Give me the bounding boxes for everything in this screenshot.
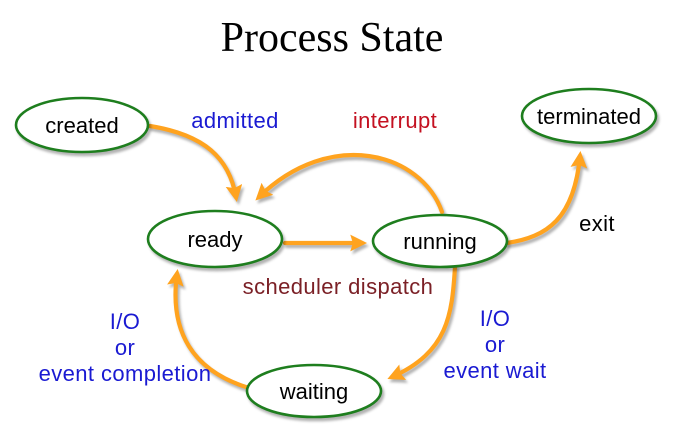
diagram-title: Process State <box>221 15 444 61</box>
state-label-running: running <box>403 229 476 254</box>
label-io-completion-line2: or <box>115 335 135 360</box>
label-io-wait-line2: or <box>485 332 505 357</box>
state-ellipse-ready <box>146 209 284 269</box>
state-label-created: created <box>45 113 118 138</box>
state-ready: ready <box>146 209 284 269</box>
arrow-running-to-terminated <box>504 150 588 246</box>
transition-labels: admitted interrupt scheduler dispatch ex… <box>39 108 615 386</box>
state-running: running <box>371 213 509 269</box>
arrow-running-to-ready-interrupt <box>255 152 445 215</box>
state-waiting: waiting <box>245 363 383 419</box>
state-nodes: created ready running waiting terminated <box>14 87 658 419</box>
state-terminated: terminated <box>520 87 658 145</box>
label-io-completion-line1: I/O <box>110 309 141 334</box>
state-label-terminated: terminated <box>537 104 641 129</box>
label-io-event-completion: I/O or event completion <box>39 309 212 386</box>
label-admitted: admitted <box>191 108 279 133</box>
label-interrupt: interrupt <box>353 108 437 133</box>
state-label-ready: ready <box>187 227 242 252</box>
arrow-created-to-ready <box>147 123 243 202</box>
label-io-completion-line3: event completion <box>39 361 212 386</box>
label-io-wait-line3: event wait <box>443 358 546 383</box>
transition-arrows <box>147 123 588 391</box>
state-created: created <box>14 96 150 154</box>
state-ellipse-waiting <box>245 363 383 419</box>
state-ellipse-running <box>371 213 509 269</box>
label-io-wait-line1: I/O <box>480 306 511 331</box>
label-scheduler-dispatch: scheduler dispatch <box>243 274 434 299</box>
state-ellipse-created <box>14 96 150 154</box>
state-ellipse-terminated <box>520 87 658 145</box>
state-label-waiting: waiting <box>279 379 348 404</box>
label-io-event-wait: I/O or event wait <box>443 306 546 383</box>
arrow-running-to-waiting <box>387 264 458 380</box>
label-exit: exit <box>579 211 615 236</box>
arrow-waiting-to-ready <box>167 269 252 391</box>
